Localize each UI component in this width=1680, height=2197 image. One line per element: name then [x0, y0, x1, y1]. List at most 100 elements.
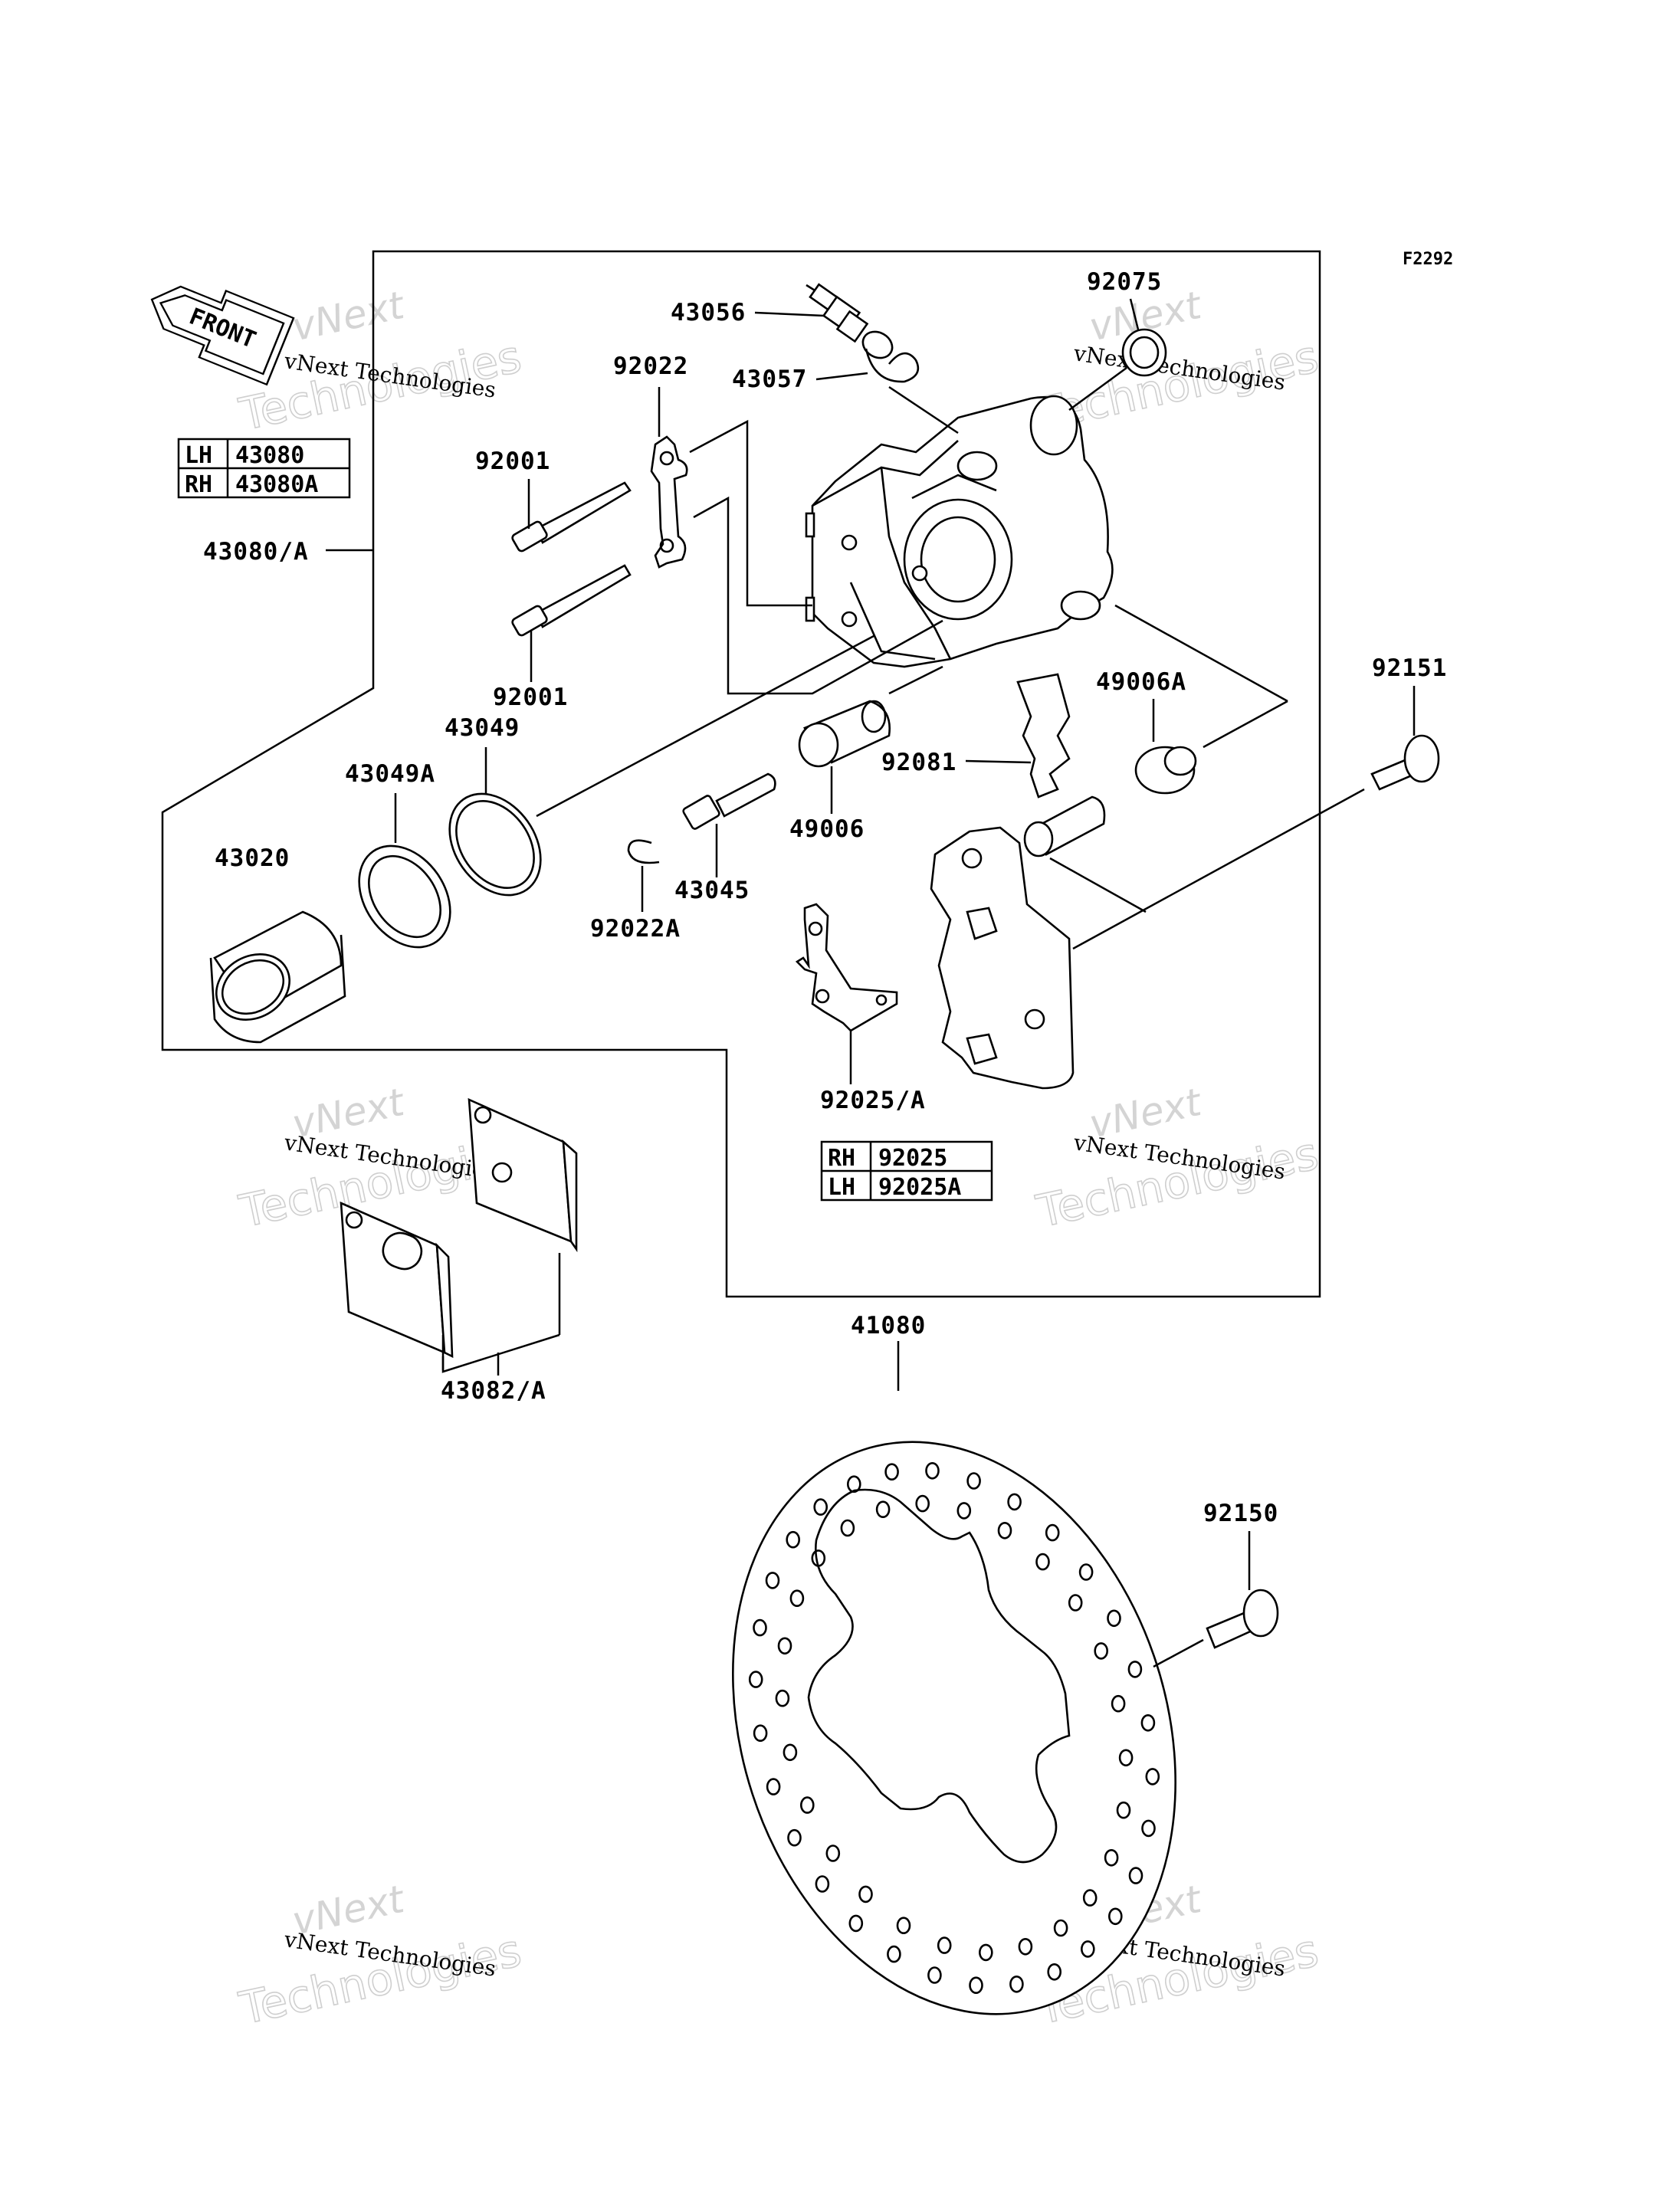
- disc-hole: [956, 1502, 972, 1520]
- caliper-bracket: [930, 795, 1106, 1090]
- disc-hole: [1108, 1907, 1123, 1926]
- label-43045: 43045: [674, 877, 750, 904]
- label-43049A: 43049A: [345, 760, 435, 788]
- boot-49006A: [1134, 746, 1197, 795]
- disc-hole: [766, 1778, 781, 1795]
- disc-bolt-92150: [1206, 1589, 1279, 1649]
- disc-hole: [748, 1671, 763, 1688]
- label-92001-lower: 92001: [493, 684, 568, 711]
- disc-hole: [858, 1885, 873, 1904]
- disc-hole: [1116, 1801, 1131, 1819]
- caliper-table-side-2: RH: [185, 471, 212, 498]
- bracket-table-side-1: RH: [828, 1145, 855, 1172]
- disc-vent-holes: [748, 1462, 1160, 1994]
- bracket-table-part-1: 92025: [878, 1145, 947, 1172]
- disc-hole: [847, 1475, 861, 1493]
- disc-hole: [1094, 1642, 1108, 1660]
- disc-hole: [789, 1589, 805, 1607]
- disc-hole: [1053, 1919, 1068, 1937]
- bleeder-valve: [806, 283, 869, 343]
- label-92022: 92022: [613, 353, 688, 380]
- disc-hole: [1140, 1714, 1156, 1732]
- caliper-body: [805, 395, 1114, 668]
- brake-pad-rear: [468, 1097, 578, 1253]
- bracket-bolt-92151: [1370, 734, 1440, 791]
- caliper-bolt-lower: [511, 564, 632, 637]
- disc-hole: [925, 1462, 940, 1480]
- disc-hole: [1111, 1694, 1126, 1713]
- disc-hole: [1007, 1493, 1022, 1511]
- disc-hole: [775, 1689, 790, 1707]
- bracket-table-part-2: 92025A: [878, 1174, 961, 1201]
- disc-hole: [1118, 1749, 1134, 1767]
- disc-hole: [787, 1828, 802, 1847]
- dust-cap-92075: [1121, 328, 1167, 377]
- disc-hole: [1081, 1940, 1095, 1958]
- disc-hole: [1141, 1819, 1156, 1838]
- label-92022A: 92022A: [590, 915, 681, 943]
- disc-hole: [848, 1914, 864, 1933]
- label-43057: 43057: [732, 366, 807, 393]
- lock-plate-92022: [650, 435, 688, 569]
- disc-hole: [840, 1519, 855, 1537]
- clip-92022A: [627, 839, 660, 864]
- disc-hole: [1068, 1594, 1083, 1612]
- disc-hole: [786, 1530, 800, 1549]
- label-92150: 92150: [1203, 1500, 1278, 1527]
- label-43080A: 43080/A: [203, 538, 309, 566]
- caliper-assembly-boundary: [161, 250, 1321, 1298]
- disc-hole: [813, 1498, 828, 1516]
- label-92151: 92151: [1372, 654, 1447, 682]
- disc-hole: [1047, 1963, 1061, 1981]
- caliper-table: LH 43080 RH 43080A: [177, 438, 351, 499]
- disc-hole: [875, 1500, 891, 1518]
- disc-hole: [1009, 1976, 1024, 1993]
- slide-pin-43045: [682, 772, 776, 830]
- caliper-bolt-upper: [511, 481, 632, 553]
- label-43056: 43056: [671, 299, 746, 326]
- boot-49006: [798, 700, 891, 768]
- label-43020: 43020: [215, 844, 290, 872]
- brake-pad-front: [340, 1201, 454, 1359]
- label-43082A: 43082/A: [441, 1377, 546, 1405]
- label-49006A: 49006A: [1096, 668, 1186, 696]
- pad-spring-92081: [1016, 673, 1071, 798]
- disc-hole: [800, 1796, 815, 1814]
- disc-hole: [811, 1549, 826, 1567]
- label-92001-upper: 92001: [475, 448, 550, 475]
- watermark-short: vNext: [288, 283, 409, 350]
- disc-hole: [1127, 1661, 1143, 1678]
- disc-hole: [825, 1844, 841, 1862]
- bracket-table-side-2: LH: [828, 1174, 855, 1201]
- disc-hole: [1018, 1938, 1033, 1956]
- caliper-table-side-1: LH: [185, 442, 212, 469]
- label-92081: 92081: [881, 749, 956, 776]
- bracket-table: RH 92025 LH 92025A: [820, 1140, 993, 1202]
- caliper-table-part-1: 43080: [235, 442, 304, 469]
- disc-hole: [815, 1875, 830, 1893]
- disc-hole: [969, 1976, 983, 1994]
- disc-hole: [1145, 1768, 1160, 1785]
- dust-seal-43049A: [358, 844, 451, 949]
- disc-hole: [1082, 1889, 1098, 1907]
- label-49006: 49006: [789, 815, 865, 843]
- caliper-table-part-2: 43080A: [235, 471, 318, 498]
- figure-code: F2292: [1403, 250, 1453, 269]
- piston-43020: [209, 910, 346, 1044]
- front-arrow-icon: FRONT: [150, 285, 295, 386]
- disc-hole: [887, 1945, 901, 1963]
- disc-hole: [1035, 1553, 1050, 1571]
- disc-hole: [1104, 1849, 1119, 1867]
- disc-hole: [753, 1724, 768, 1742]
- label-43049: 43049: [445, 714, 520, 742]
- label-41080: 41080: [851, 1312, 926, 1340]
- piston-seal-43049: [448, 792, 542, 897]
- disc-hole: [1078, 1563, 1094, 1581]
- label-92075: 92075: [1087, 268, 1162, 296]
- disc-hole: [884, 1463, 899, 1481]
- disc-hole: [1128, 1867, 1144, 1884]
- disc-hole: [753, 1618, 767, 1637]
- disc-hole: [783, 1743, 798, 1762]
